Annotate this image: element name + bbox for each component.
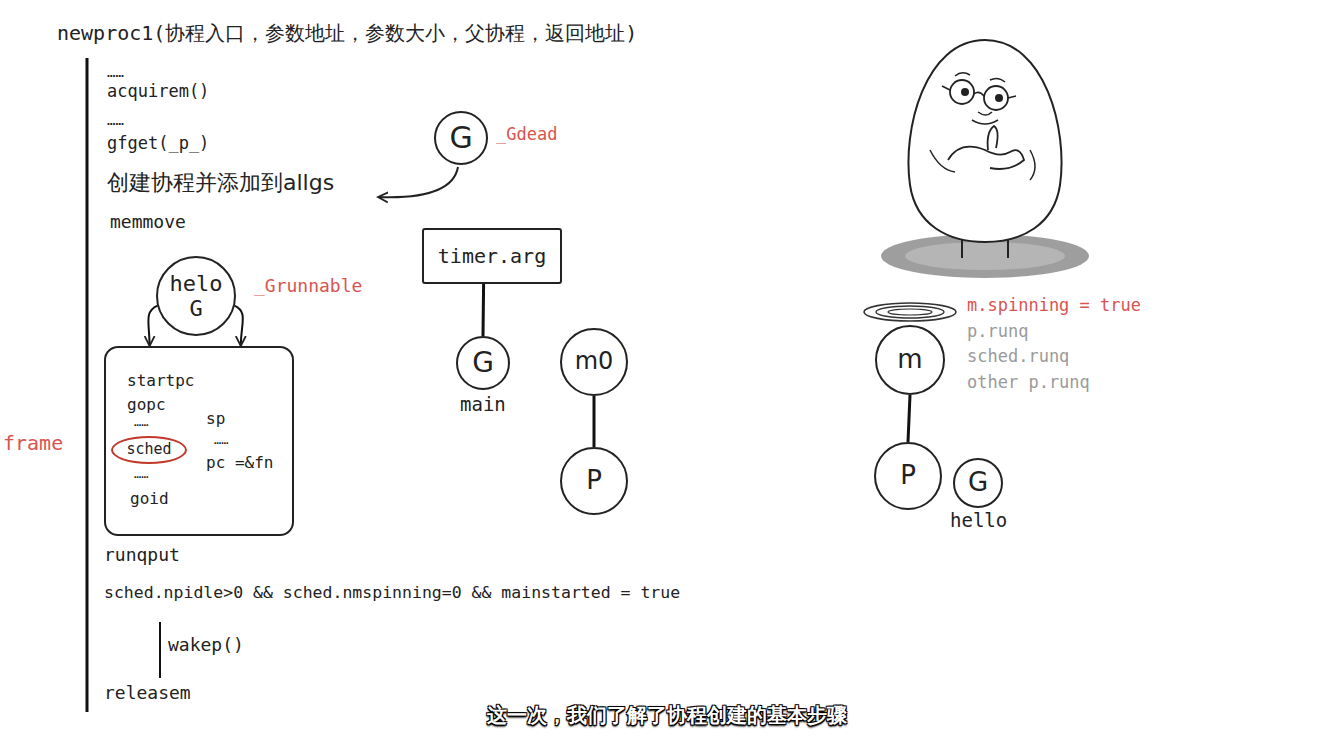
node-text: m (897, 345, 922, 375)
connector (234, 306, 242, 346)
label: frame (3, 432, 63, 455)
node-text: …… (134, 468, 148, 482)
node-text: gopc (127, 396, 166, 414)
halo-ring (876, 306, 944, 318)
label: …… (107, 112, 124, 128)
node-text: m0 (575, 348, 614, 376)
node-text: pc =&fn (206, 454, 273, 472)
node-text: timer.arg (438, 245, 546, 268)
branch-bar (159, 622, 161, 678)
goroutine-struct-box: startpc gopc …… sp …… pc =&fn …… goid sched (104, 346, 294, 536)
egg-arm (930, 150, 1035, 180)
node-text: sp (206, 410, 225, 428)
label: memmove (110, 212, 186, 233)
egg-body (908, 40, 1061, 242)
egg-pupil (961, 88, 969, 96)
node-text: _Grunnable (254, 276, 362, 297)
node-text: goid (130, 490, 169, 508)
label: p.runq (967, 322, 1028, 342)
label: …… (107, 64, 124, 80)
halo-ring (864, 303, 956, 321)
processor-circle: P (874, 442, 942, 510)
goroutine-circle: G_Gdead (434, 111, 488, 165)
label: wakep() (168, 635, 244, 656)
node-text: G (472, 347, 494, 379)
node-text: G (968, 468, 988, 498)
egg-pupil (995, 94, 1003, 102)
egg-glasses (942, 86, 1016, 98)
label: runqput (104, 545, 180, 566)
timer-box: timer.arg (422, 228, 562, 284)
connector (148, 306, 157, 346)
label: other p.runq (967, 373, 1090, 393)
node-text: G (449, 121, 472, 156)
node-text: P (900, 461, 916, 491)
egg-eye (950, 80, 974, 104)
node-text: P (586, 466, 602, 496)
egg-thumb (988, 126, 998, 150)
machine-circle: m0 (560, 328, 628, 396)
egg-brow (955, 73, 1005, 82)
label: sched.npidle>0 && sched.nmspinning=0 && … (104, 584, 680, 603)
goroutine-circle: helo G_Grunnable (156, 256, 236, 336)
title: newproc1(协程入口，参数地址，参数大小，父协程，返回地址) (57, 22, 637, 45)
egg-glasses (974, 92, 984, 96)
sched-ellipse: sched (111, 436, 187, 464)
halo-ring (888, 309, 932, 315)
node-text: …… (134, 416, 148, 430)
egg-mouth (972, 112, 998, 124)
processor-circle: P (560, 447, 628, 515)
label: releasem (104, 683, 191, 704)
node-text: hello (950, 510, 1007, 532)
machine-circle: m (875, 325, 945, 395)
node-text: helo G (166, 271, 226, 322)
node-text: startpc (127, 372, 194, 390)
label: sched.runq (967, 347, 1069, 367)
goroutine-circle: Ghello (953, 458, 1003, 508)
node-text: _Gdead (496, 125, 557, 145)
frame-bar (86, 58, 89, 712)
label: acquirem() (107, 82, 209, 102)
shadow (905, 242, 1065, 270)
connector (482, 284, 486, 336)
node-text: sched (126, 441, 171, 458)
goroutine-circle: Gmain (456, 336, 510, 390)
label: m.spinning = true (967, 296, 1141, 316)
egg-arm (948, 147, 1024, 169)
egg-eye (984, 86, 1008, 110)
connector (908, 395, 910, 442)
leader-arrow (378, 167, 458, 197)
caption: 这一次，我们了解了协程创建的基本步骤 (0, 704, 1334, 727)
node-text: …… (214, 434, 228, 448)
node-text: main (460, 394, 506, 416)
connector (593, 396, 596, 447)
label: 创建协程并添加到allgs (107, 170, 334, 195)
label: gfget(_p_) (107, 134, 209, 154)
